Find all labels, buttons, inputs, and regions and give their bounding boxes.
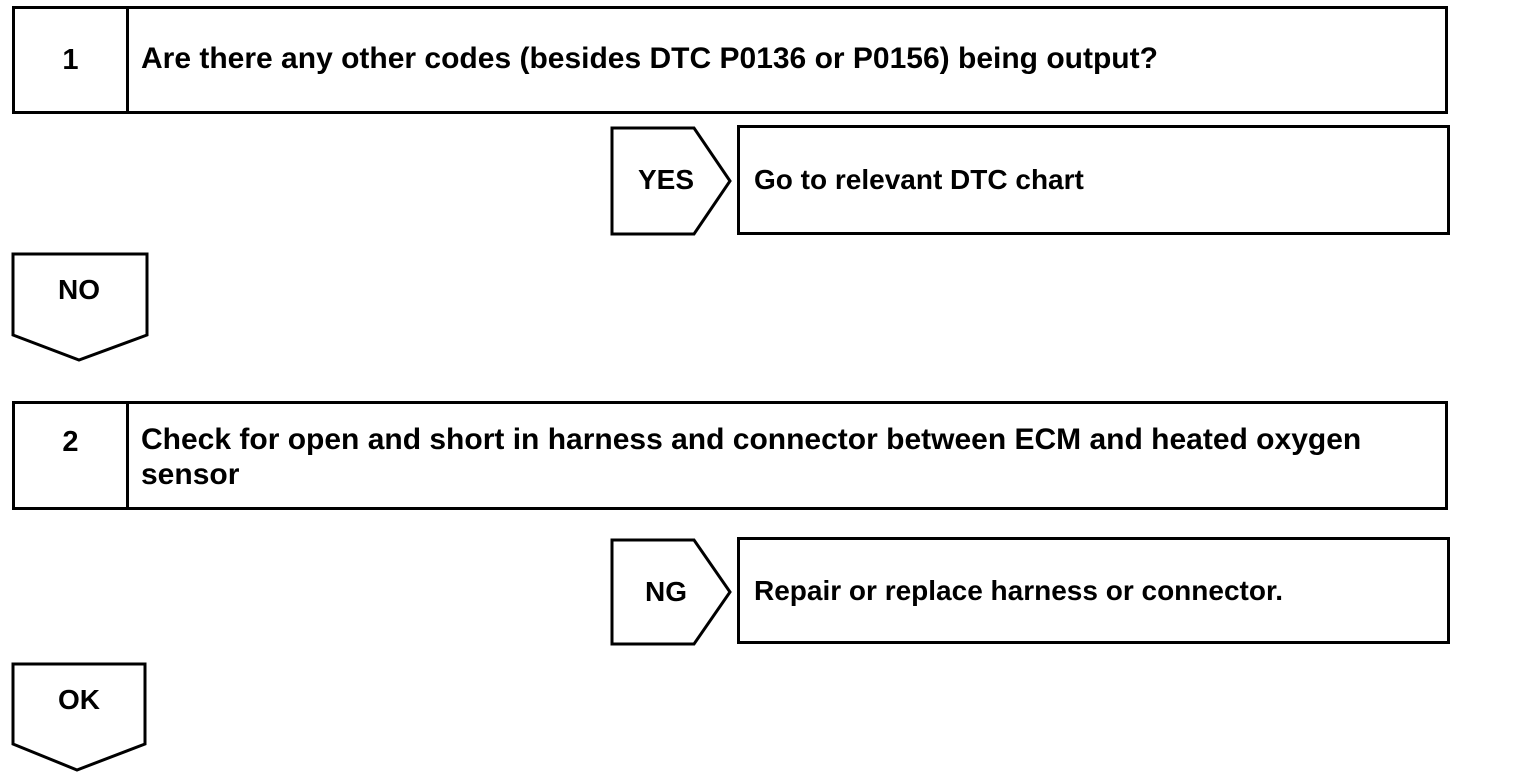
step-1-number: 1 (15, 9, 129, 111)
ok-label: OK (58, 684, 100, 715)
ng-result-box: Repair or replace harness or connector. (737, 537, 1450, 644)
ok-branch-tag: OK (11, 662, 151, 774)
right-arrow-tag-shape (610, 538, 732, 646)
yes-result-text: Go to relevant DTC chart (754, 164, 1084, 195)
step-1-question: Are there any other codes (besides DTC P… (141, 41, 1158, 75)
no-branch-tag: NO (11, 252, 151, 364)
right-arrow-tag-shape (610, 126, 732, 236)
step-2-number: 2 (15, 404, 129, 507)
ng-label: NG (645, 576, 687, 607)
step-1-box: 1 Are there any other codes (besides DTC… (12, 6, 1448, 114)
no-label: NO (58, 274, 100, 305)
step-2-box: 2 Check for open and short in harness an… (12, 401, 1448, 510)
step-2-instruction: Check for open and short in harness and … (141, 423, 1362, 491)
down-arrow-tag-shape (11, 662, 147, 772)
yes-branch-tag: YES (610, 126, 734, 238)
down-arrow-tag-shape (11, 252, 149, 362)
yes-label: YES (637, 164, 695, 195)
ng-branch-tag: NG (610, 538, 734, 650)
yes-result-box: Go to relevant DTC chart (737, 125, 1450, 235)
ng-result-text: Repair or replace harness or connector. (754, 574, 1284, 606)
